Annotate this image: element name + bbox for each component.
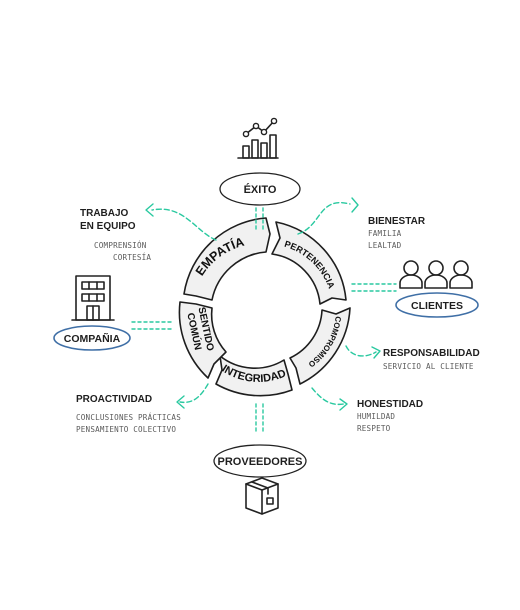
proactividad-item-1: CONCLUSIONES PRÁCTICAS [76,413,181,422]
center-cycle: EMPATÍA PERTENENCIA COMPROMISO INTEGRIDA… [178,217,351,397]
exito-label: ÉXITO [244,183,277,196]
arrowhead-responsabilidad [371,346,381,359]
trabajo-equipo-title-1: TRABAJO [80,208,129,219]
segment-compromiso [289,307,351,385]
package-box-icon [245,477,279,515]
clientes-label: CLIENTES [411,300,463,312]
arrowhead-proactividad [176,395,185,409]
responsabilidad-item-1: SERVICIO AL CLIENTE [383,362,474,371]
arrow-bienestar [297,201,351,235]
compania-label: COMPAÑIA [64,332,121,345]
proactividad-item-2: PENSAMIENTO COLECTIVO [76,425,176,434]
arrow-trabajo-equipo [151,208,217,241]
bienestar-item-1: FAMILIA [368,229,402,238]
proveedores-node [213,444,307,478]
trabajo-equipo-item-1: COMPRENSIÓN [94,241,147,250]
bienestar-title: BIENESTAR [368,216,426,227]
arrow-responsabilidad [345,345,377,357]
segment-empatia [183,217,271,301]
trabajo-equipo-title-2: EN EQUIPO [80,221,136,232]
exito-node [219,172,301,206]
bienestar-item-2: LEALTAD [368,241,402,250]
responsabilidad-title: RESPONSABILIDAD [383,348,480,359]
arrow-honestidad [311,387,345,406]
arrowhead-trabajo-equipo [145,203,154,217]
arrowhead-bienestar [351,197,359,213]
honestidad-title: HONESTIDAD [357,399,423,410]
honestidad-item-1: HUMILDAD [357,412,395,421]
compania-node [53,325,131,351]
proactividad-title: PROACTIVIDAD [76,394,152,405]
trabajo-equipo-item-2: CORTESÍA [113,253,151,262]
honestidad-item-2: RESPETO [357,424,391,433]
chart-growth-icon [237,117,279,159]
people-group-icon [399,260,473,289]
proveedores-label: PROVEEDORES [218,456,303,468]
segment-pertenencia [271,221,347,305]
clientes-node [395,292,479,318]
arrowhead-honestidad [339,398,348,411]
office-building-icon [71,275,115,321]
segment-sentido-comun [178,301,227,379]
arrow-proactividad [179,383,209,404]
